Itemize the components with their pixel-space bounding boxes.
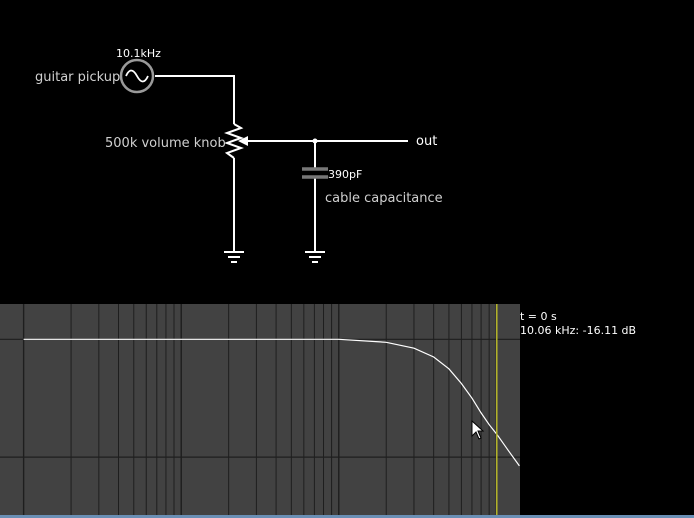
time-readout: t = 0 s	[520, 310, 557, 323]
circuit-schematic[interactable]: 10.1kHz guitar pickup 500k volume knob o…	[0, 0, 694, 300]
junction-dot	[312, 138, 318, 144]
capacitor-value: 390pF	[328, 168, 362, 181]
potentiometer[interactable]	[224, 123, 248, 159]
source-frequency: 10.1kHz	[116, 47, 161, 60]
status-bar-edge	[0, 515, 694, 518]
scope-plot[interactable]	[0, 304, 520, 516]
pot-label: 500k volume knob	[105, 136, 226, 151]
capacitor-label: cable capacitance	[325, 191, 443, 206]
ground-cap[interactable]	[305, 251, 325, 263]
wiper-arrow-icon	[238, 136, 248, 146]
source-label: guitar pickup	[35, 70, 120, 85]
capacitor[interactable]	[302, 167, 328, 179]
mouse-pointer-icon	[471, 420, 485, 440]
wire-source-to-pot[interactable]	[155, 75, 235, 124]
ground-pot[interactable]	[224, 251, 244, 263]
scope-background	[0, 304, 520, 516]
scope-info: t = 0 s 10.06 kHz: -16.11 dB	[520, 310, 636, 338]
cursor-readout: 10.06 kHz: -16.11 dB	[520, 324, 637, 337]
ac-source[interactable]	[119, 58, 155, 94]
sine-wave-icon	[125, 69, 149, 83]
output-label: out	[416, 134, 437, 149]
